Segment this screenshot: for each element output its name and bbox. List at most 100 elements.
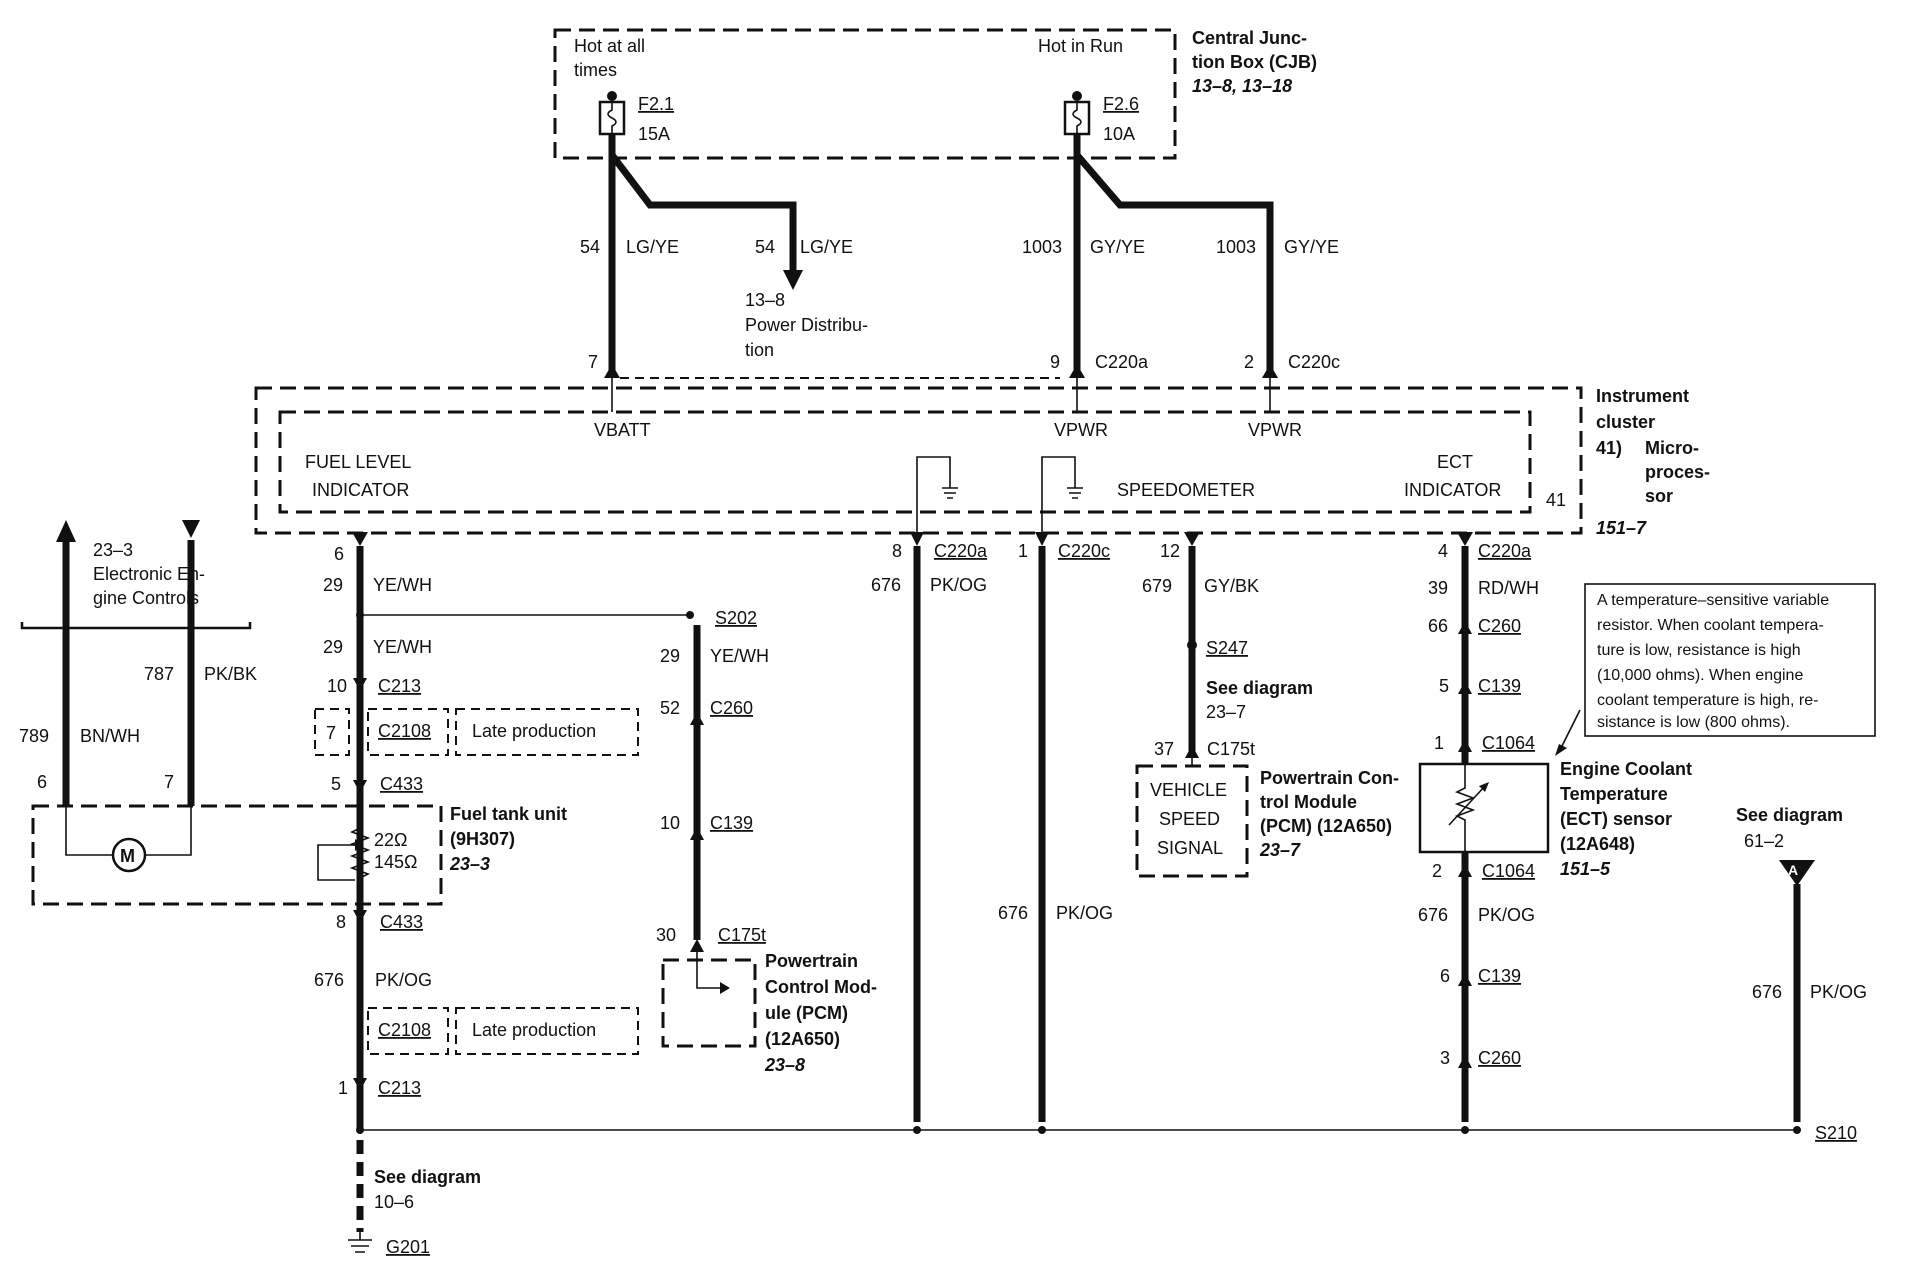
fuse-f2-1-label: F2.1	[638, 94, 674, 114]
connector-c220c-top: C220c	[1288, 352, 1340, 372]
pin-41: 41	[1546, 490, 1566, 510]
ect-wire-39-num: 39	[1428, 578, 1448, 598]
connector-c2108-b: C2108	[378, 1020, 431, 1040]
pcm-a-line3: ule (PCM)	[765, 1003, 848, 1023]
fuel-pin-5: 5	[331, 774, 341, 794]
motor-label: M	[120, 846, 135, 866]
ect-wire-676-color: PK/OG	[1478, 905, 1535, 925]
wire-676-color-fuel: PK/OG	[375, 970, 432, 990]
vss-pin-37: 37	[1154, 739, 1174, 759]
power-dist-ref: 13–8	[745, 290, 785, 310]
fuel-pin-10: 10	[327, 676, 347, 696]
eec-bracket	[20, 622, 252, 630]
connector-c220a-ect: C220a	[1478, 541, 1532, 561]
c2108-box-b	[367, 1007, 449, 1055]
vss-wire-color: GY/BK	[1204, 576, 1259, 596]
wire-54-num-a: 54	[580, 237, 600, 257]
hot-in-run: Hot in Run	[1038, 36, 1123, 56]
wire-54-color-b: LG/YE	[800, 237, 853, 257]
connector-c175t-pcm: C175t	[718, 925, 766, 945]
ect-sensor-line3: (ECT) sensor	[1560, 809, 1672, 829]
fuel-pin-8: 8	[336, 912, 346, 932]
connector-c260-ect-a: C260	[1478, 616, 1521, 636]
ect-pin-1: 1	[1434, 733, 1444, 753]
wire-1003-num-b: 1003	[1216, 237, 1256, 257]
pcm-a-line1: Powertrain	[765, 951, 858, 971]
power-dist-line1: Power Distribu-	[745, 315, 868, 335]
cluster-ref: 151–7	[1596, 518, 1647, 538]
ground-g201: G201	[386, 1237, 430, 1257]
vss-box-line2: SPEED	[1159, 809, 1220, 829]
s210-wire-color: PK/OG	[1810, 982, 1867, 1002]
s202-pin-10: 10	[660, 813, 680, 833]
cjb-ref: 13–8, 13–18	[1192, 76, 1292, 96]
cluster-name-line2: cluster	[1596, 412, 1655, 432]
marker-a: A	[1788, 862, 1798, 878]
fuel-tank-unit-ref: 23–3	[449, 854, 490, 874]
ect-indicator-line1: ECT	[1437, 452, 1473, 472]
pcm-b-ref: 23–7	[1259, 840, 1301, 860]
ect-note-box	[1584, 583, 1876, 737]
c220a-wire-num: 676	[871, 575, 901, 595]
connector-c220a-top: C220a	[1095, 352, 1149, 372]
fuel-circuit-wires	[348, 532, 1800, 1253]
vbatt-label: VBATT	[594, 420, 651, 440]
see-diagram-vss-ref: 23–7	[1206, 702, 1246, 722]
pcm-b-line2: trol Module	[1260, 792, 1357, 812]
see-diagram-s210-ref: 61–2	[1744, 831, 1784, 851]
fuse-f2-6-amp: 10A	[1103, 124, 1135, 144]
ect-thermistor-icon	[1448, 764, 1489, 852]
eec-line2: gine Controls	[93, 588, 199, 608]
fuel-tank-unit-line1: Fuel tank unit	[450, 804, 567, 824]
late-production-b: Late production	[472, 1020, 596, 1040]
late-production-box-b	[455, 1007, 639, 1055]
vss-pin-12: 12	[1160, 541, 1180, 561]
micro-line2: proces-	[1645, 462, 1710, 482]
central-junction-box: Central Junc- tion Box (CJB) 13–8, 13–18…	[553, 28, 1317, 160]
vss-wire-num: 679	[1142, 576, 1172, 596]
resistor-145-ohm: 145Ω	[374, 852, 418, 872]
ect-sensor-line4: (12A648)	[1560, 834, 1635, 854]
ect-sensor-line1: Engine Coolant	[1560, 759, 1692, 779]
wire-787-num: 787	[144, 664, 174, 684]
s202-wire-color: YE/WH	[710, 646, 769, 666]
fuel-sender-resistor-icon	[317, 820, 371, 882]
fuel-pump-motor-icon	[111, 837, 147, 873]
c220a-pin-8: 8	[892, 541, 902, 561]
splice-s202: S202	[715, 608, 757, 628]
connector-c260-ect-b: C260	[1478, 1048, 1521, 1068]
pcm-a-line4: (12A650)	[765, 1029, 840, 1049]
cluster-name-line1: Instrument	[1596, 386, 1689, 406]
fuel-level-line2: INDICATOR	[312, 480, 409, 500]
c220c-wire-color: PK/OG	[1056, 903, 1113, 923]
ect-wire-676-num: 676	[1418, 905, 1448, 925]
power-feed-wires	[604, 134, 1278, 412]
s202-wire-num: 29	[660, 646, 680, 666]
connector-c139-pcm: C139	[710, 813, 753, 833]
ect-pin-2: 2	[1432, 861, 1442, 881]
pin-7-top: 7	[588, 352, 598, 372]
splice-s210: S210	[1815, 1123, 1857, 1143]
wire-29-color-a: YE/WH	[373, 575, 432, 595]
power-dist-line2: tion	[745, 340, 774, 360]
ect-pin-5: 5	[1439, 676, 1449, 696]
connector-c213-a: C213	[378, 676, 421, 696]
splice-s247: S247	[1206, 638, 1248, 658]
ect-sensor-line2: Temperature	[1560, 784, 1668, 804]
eec-ref: 23–3	[93, 540, 133, 560]
see-diagram-s210: See diagram	[1736, 805, 1843, 825]
ect-pin-6: 6	[1440, 966, 1450, 986]
wire-787-color: PK/BK	[204, 664, 257, 684]
vpwr-label-2: VPWR	[1248, 420, 1302, 440]
connector-c260-pcm: C260	[710, 698, 753, 718]
connector-c139-ect-a: C139	[1478, 676, 1521, 696]
instrument-cluster	[254, 386, 1583, 540]
hot-at-all-times-line2: times	[574, 60, 617, 80]
micro-num: 41)	[1596, 438, 1622, 458]
c220c-wire-num: 676	[998, 903, 1028, 923]
vss-wire	[1135, 532, 1249, 878]
ect-sensor-ref: 151–5	[1560, 859, 1611, 879]
ect-indicator-line2: INDICATOR	[1404, 480, 1501, 500]
late-pin-7: 7	[326, 723, 336, 743]
pcm-b-line3: (PCM) (12A650)	[1260, 816, 1392, 836]
